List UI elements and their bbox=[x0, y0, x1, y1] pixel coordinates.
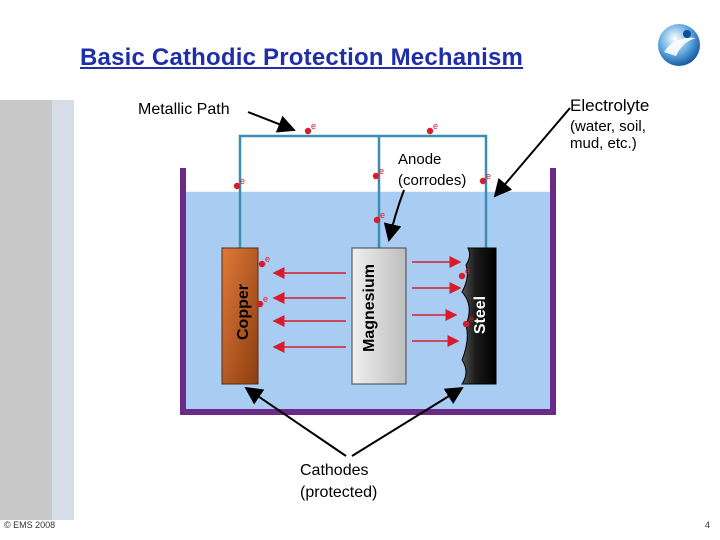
electron-label: e bbox=[311, 121, 316, 131]
electron-dot bbox=[256, 300, 264, 308]
electron-label: e bbox=[433, 121, 438, 131]
copyright-text: © EMS 2008 bbox=[4, 520, 56, 530]
electron-label: e bbox=[379, 166, 384, 176]
electron-label: e bbox=[240, 176, 245, 186]
anode-label: Anode bbox=[398, 151, 442, 168]
electron-dot bbox=[258, 260, 266, 268]
electron-label: e bbox=[469, 314, 474, 324]
slide-side-bar bbox=[0, 100, 52, 520]
electrolyte-examples-label: (water, soil, mud, etc.) bbox=[570, 118, 646, 152]
electron-dot bbox=[372, 172, 380, 180]
electron-dot bbox=[233, 182, 241, 190]
current-arrows bbox=[272, 256, 462, 353]
electrons bbox=[233, 127, 487, 328]
tank-wall bbox=[180, 168, 556, 415]
steel-electrode bbox=[461, 247, 497, 385]
cathodes-note-label: (protected) bbox=[300, 484, 378, 501]
electron-label: e bbox=[265, 254, 270, 264]
electron-dot bbox=[304, 127, 312, 135]
electron-dot bbox=[426, 127, 434, 135]
electrolyte-label: Electrolyte bbox=[570, 96, 650, 115]
electron-label: e bbox=[380, 210, 385, 220]
electron-label: e bbox=[263, 294, 268, 304]
magnesium-electrode bbox=[351, 247, 407, 385]
electron-dot bbox=[373, 216, 381, 224]
metallic-path-wire bbox=[238, 134, 488, 248]
cathodes-label: Cathodes bbox=[300, 462, 369, 479]
electron-labels: e e e e e e e e e e bbox=[240, 121, 491, 324]
electron-dot bbox=[462, 320, 470, 328]
electron-dot bbox=[479, 177, 487, 185]
electron-label: e bbox=[486, 171, 491, 181]
slide-title: Basic Cathodic Protection Mechanism bbox=[80, 44, 524, 71]
electron-dot bbox=[458, 272, 466, 280]
steel-label: Steel bbox=[472, 295, 489, 335]
slide-side-bar-accent bbox=[52, 100, 74, 520]
anode-note-label: (corrodes) bbox=[398, 172, 467, 189]
metallic-path-label: Metallic Path bbox=[138, 101, 230, 118]
copper-label: Copper bbox=[235, 284, 252, 340]
copper-electrode bbox=[221, 247, 259, 385]
page-number: 4 bbox=[705, 520, 711, 530]
magnesium-label: Magnesium bbox=[361, 264, 378, 353]
pointer-arrows bbox=[244, 107, 571, 457]
company-logo-icon bbox=[658, 24, 700, 66]
electron-label: e bbox=[465, 266, 470, 276]
